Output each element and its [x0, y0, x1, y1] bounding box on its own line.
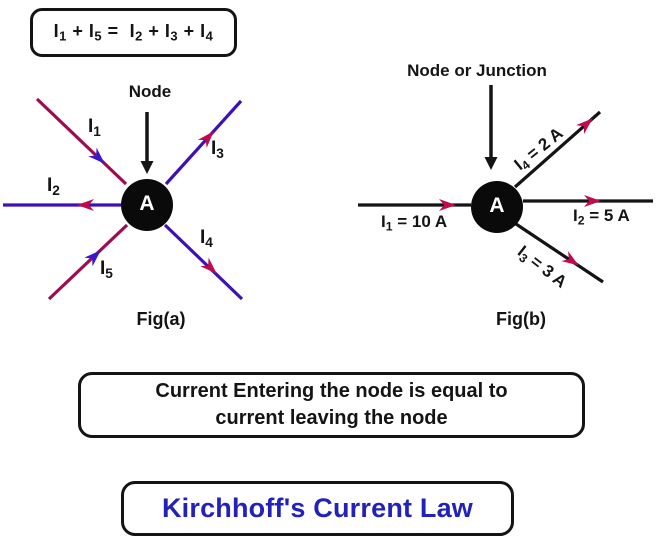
statement-box: Current Entering the node is equal to cu…: [78, 372, 585, 438]
title-box: Kirchhoff's Current Law: [121, 481, 514, 536]
current-label-i2-fig-a: I2: [47, 175, 60, 198]
current-line-i3-fig-b-arrowhead: [561, 251, 579, 266]
current-line-i5-fig-a-arrowhead: [84, 250, 101, 267]
node-pointer-label-fig-a: Node: [128, 82, 172, 101]
kcl-title: Kirchhoff's Current Law: [161, 493, 474, 523]
current-label-i5-fig-a: I5: [100, 258, 113, 281]
current-line-i2-fig-b-arrowhead: [584, 195, 601, 207]
node-letter-fig-a: A: [139, 192, 155, 216]
current-line-i5-fig-a: [47, 223, 129, 301]
node-letter-fig-b: A: [489, 194, 505, 218]
current-line-i3-fig-a: [164, 99, 243, 186]
node-circle-fig-b: [471, 181, 523, 233]
current-line-i4-fig-a-arrowhead: [200, 257, 217, 274]
current-line-i3-fig-a-arrowhead: [197, 131, 214, 148]
current-label-i2-fig-b: I2 = 5 A: [573, 206, 630, 228]
caption-fig-b: Fig(b): [496, 309, 546, 329]
statement-line1: Current Entering the node is equal to: [155, 380, 508, 402]
current-label-i1-fig-b: I1 = 10 A: [381, 212, 448, 234]
current-line-i4-fig-b-arrowhead: [576, 118, 593, 135]
current-line-i1-fig-b-arrowhead: [439, 199, 456, 211]
statement-line2: current leaving the node: [215, 407, 448, 429]
current-label-i4-fig-a: I4: [200, 227, 213, 250]
current-label-i3-fig-a: I3: [211, 138, 224, 161]
current-label-i1-fig-a: I1: [88, 116, 101, 139]
node-pointer-label-fig-b: Node or Junction: [407, 61, 547, 80]
node-circle-fig-a: [121, 179, 173, 231]
node-pointer-arrow-fig-a-head: [140, 161, 154, 174]
current-line-i1-fig-a-arrowhead: [88, 147, 105, 164]
node-pointer-arrow-fig-b-head: [484, 157, 498, 170]
kcl-equation: I1 + I5 = I2 + I3 + I4: [53, 21, 214, 44]
equation-box: I1 + I5 = I2 + I3 + I4: [30, 8, 237, 57]
current-line-i3-fig-b: [515, 222, 604, 284]
current-line-i2-fig-a-arrowhead: [77, 199, 94, 211]
current-line-i1-fig-a: [35, 97, 128, 186]
caption-fig-a: Fig(a): [136, 309, 186, 329]
current-line-i4-fig-a: [163, 223, 244, 301]
